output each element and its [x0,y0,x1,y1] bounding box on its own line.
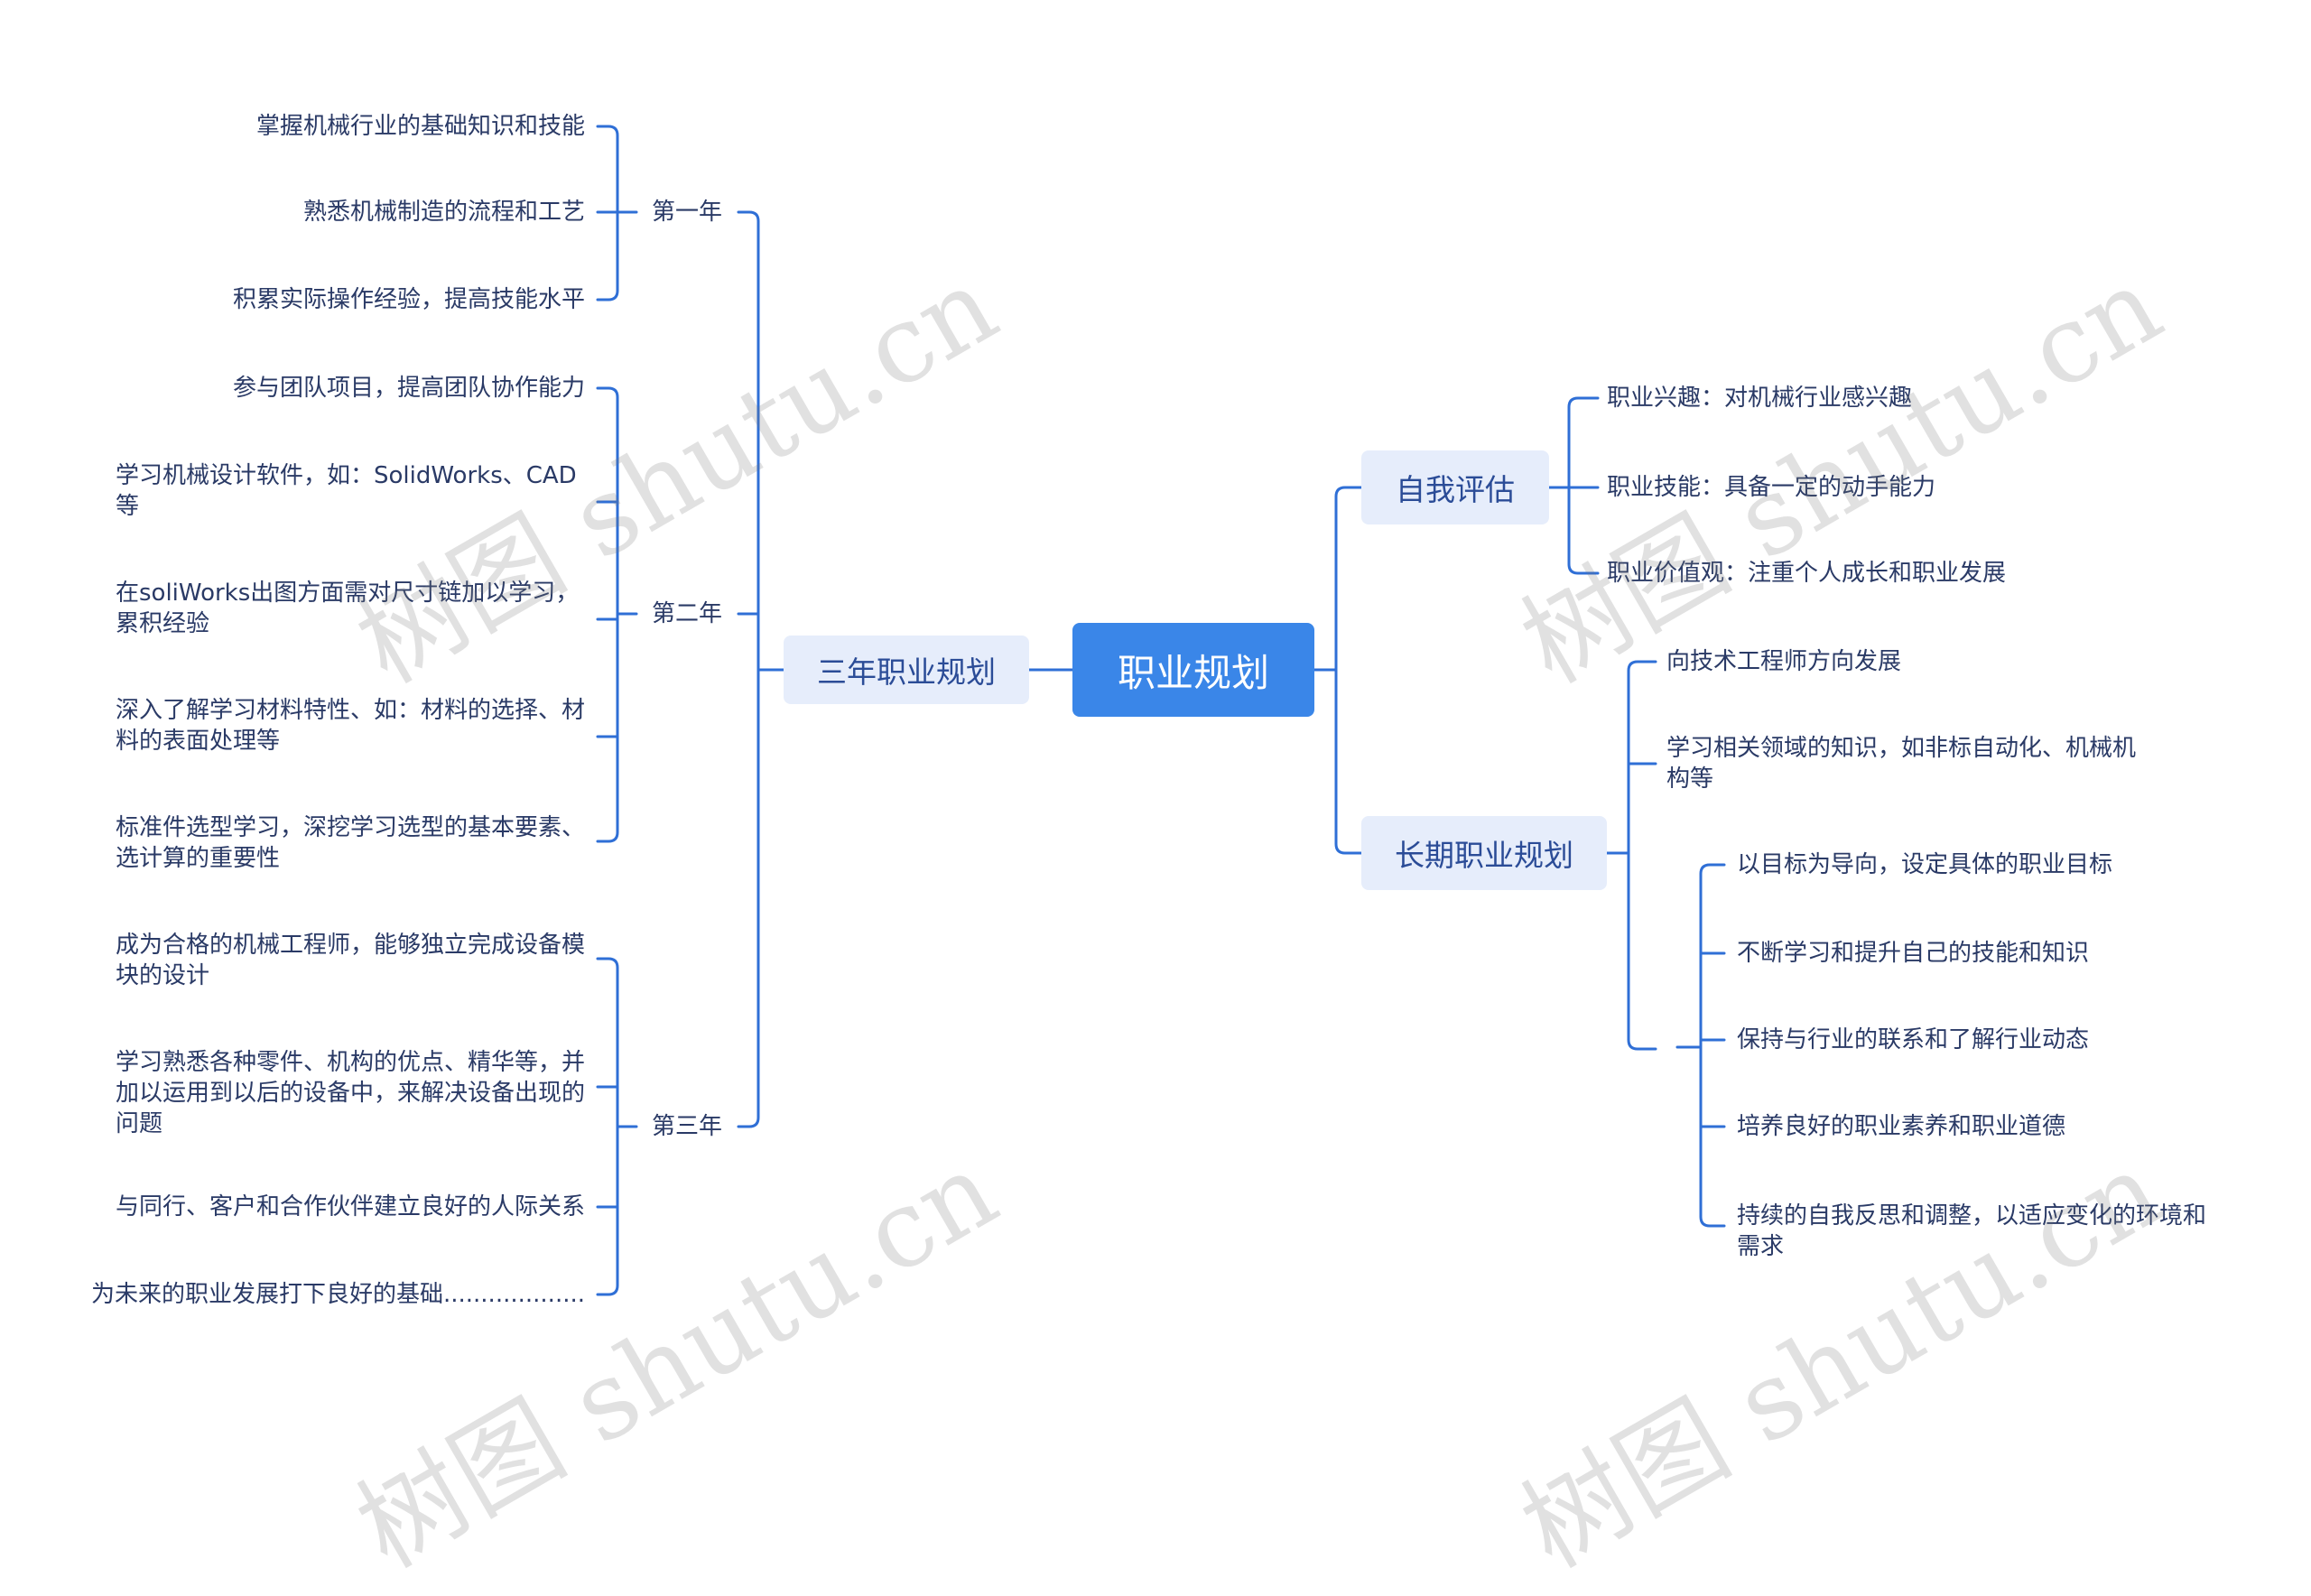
connector-self-eval [1547,396,1600,575]
item-text: 职业技能：具备一定的动手能力 [1607,474,1936,501]
long-term-sub-item[interactable]: 不断学习和提升自己的技能和知识 [1737,938,2089,969]
year-node-3[interactable]: 第三年 [652,1113,722,1140]
connector-long-term [1605,660,1657,1051]
year2-item[interactable]: 在soliWorks出图方面需对尺寸链加以学习，累积经验 [116,578,594,639]
year-label: 第二年 [652,600,723,627]
year-node-1[interactable]: 第一年 [652,199,722,226]
long-term-sub-item[interactable]: 保持与行业的联系和了解行业动态 [1737,1025,2089,1055]
item-text: 保持与行业的联系和了解行业动态 [1737,1026,2090,1053]
item-text: 以目标为导向，设定具体的职业目标 [1737,851,2113,878]
branch-three-year-plan[interactable]: 三年职业规划 [784,636,1029,704]
long-term-sub-item[interactable]: 培养良好的职业素养和职业道德 [1737,1111,2065,1142]
connector-year2 [596,386,638,843]
long-term-sub-item[interactable]: 以目标为导向，设定具体的职业目标 [1737,849,2112,880]
year-node-2[interactable]: 第二年 [652,600,722,627]
connector-lines [596,125,1726,1296]
item-text: 持续的自我反思和调整，以适应变化的环境和需求 [1737,1202,2207,1260]
branch-label: 长期职业规划 [1395,838,1573,873]
year2-item[interactable]: 参与团队项目，提高团队协作能力 [233,373,585,404]
long-term-sub-item[interactable]: 持续的自我反思和调整，以适应变化的环境和需求 [1737,1201,2224,1262]
year-label: 第三年 [652,1113,723,1140]
item-text: 职业价值观：注重个人成长和职业发展 [1607,560,2007,587]
item-text: 学习熟悉各种零件、机构的优点、精华等，并加以运用到以后的设备中，来解决设备出现的… [116,1049,586,1137]
root-node[interactable]: 职业规划 [1072,623,1314,717]
item-text: 职业兴趣：对机械行业感兴趣 [1607,385,1913,412]
year3-item[interactable]: 学习熟悉各种零件、机构的优点、精华等，并加以运用到以后的设备中，来解决设备出现的… [116,1047,594,1139]
item-text: 为未来的职业发展打下良好的基础................... [90,1281,585,1308]
item-text: 标准件选型学习，深挖学习选型的基本要素、选计算的重要性 [116,814,586,872]
connector-left-spine [737,210,785,1128]
year2-item[interactable]: 深入了解学习材料特性、如：材料的选择、材料的表面处理等 [116,695,594,756]
year3-item[interactable]: 与同行、客户和合作伙伴建立良好的人际关系 [116,1192,585,1222]
year2-item[interactable]: 标准件选型学习，深挖学习选型的基本要素、选计算的重要性 [116,812,594,874]
connector-year1 [596,125,638,302]
long-term-item[interactable]: 向技术工程师方向发展 [1666,646,1901,677]
item-text: 在soliWorks出图方面需对尺寸链加以学习，累积经验 [116,580,580,637]
branch-self-evaluation[interactable]: 自我评估 [1361,450,1549,524]
item-text: 深入了解学习材料特性、如：材料的选择、材料的表面处理等 [116,697,586,755]
year2-item[interactable]: 学习机械设计软件，如：SolidWorks、CAD等 [116,460,594,522]
item-text: 不断学习和提升自己的技能和知识 [1737,940,2090,967]
item-text: 培养良好的职业素养和职业道德 [1737,1113,2066,1140]
self-eval-item[interactable]: 职业技能：具备一定的动手能力 [1607,472,1935,503]
connector-root-right [1313,486,1363,855]
self-eval-item[interactable]: 职业价值观：注重个人成长和职业发展 [1607,558,2006,589]
branch-label: 三年职业规划 [817,654,996,690]
item-text: 成为合格的机械工程师，能够独立完成设备模块的设计 [116,932,586,989]
year1-item[interactable]: 掌握机械行业的基础知识和技能 [256,111,585,142]
year3-item[interactable]: 成为合格的机械工程师，能够独立完成设备模块的设计 [116,930,594,991]
self-eval-item[interactable]: 职业兴趣：对机械行业感兴趣 [1607,383,1912,413]
item-text: 积累实际操作经验，提高技能水平 [232,286,585,313]
item-text: 学习相关领域的知识，如非标自动化、机械机构等 [1666,735,2137,793]
year1-item[interactable]: 熟悉机械制造的流程和工艺 [303,197,585,227]
year3-item[interactable]: 为未来的职业发展打下良好的基础................... [91,1279,585,1310]
connector-year3 [596,957,638,1296]
branch-long-term-plan[interactable]: 长期职业规划 [1361,816,1607,890]
item-text: 熟悉机械制造的流程和工艺 [302,199,585,226]
root-label: 职业规划 [1117,650,1269,695]
branch-label: 自我评估 [1396,472,1515,507]
item-text: 掌握机械行业的基础知识和技能 [255,113,585,140]
item-text: 参与团队项目，提高团队协作能力 [232,375,585,402]
year1-item[interactable]: 积累实际操作经验，提高技能水平 [233,284,585,315]
connector-sub-list [1675,863,1726,1228]
year-label: 第一年 [652,199,723,226]
item-text: 学习机械设计软件，如：SolidWorks、CAD等 [116,462,577,520]
item-text: 向技术工程师方向发展 [1666,648,1902,675]
long-term-item[interactable]: 学习相关领域的知识，如非标自动化、机械机构等 [1666,733,2154,794]
item-text: 与同行、客户和合作伙伴建立良好的人际关系 [115,1193,585,1220]
